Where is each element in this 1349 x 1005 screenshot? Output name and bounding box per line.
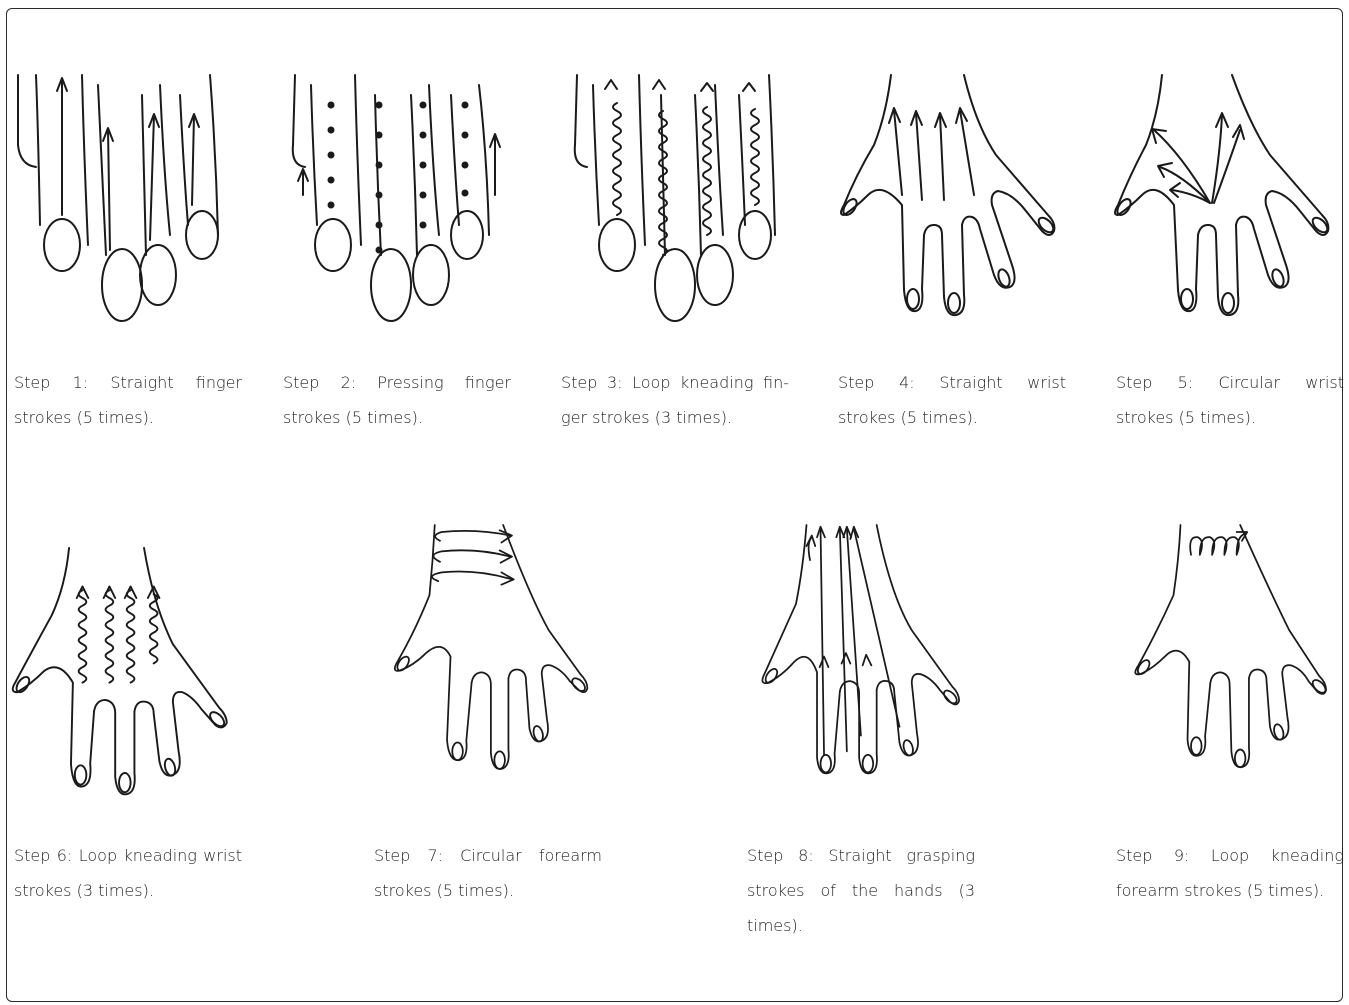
hand-loop-kneading-forearm-drawing (1112, 525, 1342, 775)
step-2-illustration (283, 75, 513, 325)
fingers-pressing-dots-drawing (283, 75, 513, 325)
step-5-illustration (1112, 75, 1342, 325)
step-9-caption: Step 9: Loop kneading forearm strokes (5… (1116, 838, 1344, 908)
step-7-caption: Step 7: Circular forearm strokes (5 time… (374, 838, 602, 908)
step-1-illustration (10, 75, 240, 325)
hand-loop-kneading-wrist-drawing (5, 548, 235, 798)
step-6-caption: Step 6: Loop kneading wrist strokes (3 t… (14, 838, 242, 908)
fingers-loop-kneading-drawing (565, 75, 795, 325)
step-8-caption: Step 8: Straight grasping strokes of the… (747, 838, 975, 943)
step-1-caption: Step 1: Straight finger strokes (5 times… (14, 365, 242, 435)
step-2-caption: Step 2: Pressing finger strokes (5 times… (283, 365, 511, 435)
fingers-straight-arrows-drawing (10, 75, 240, 325)
step-5-caption: Step 5: Circular wrist strokes (5 times)… (1116, 365, 1344, 435)
hand-circular-forearm-drawing (375, 525, 605, 775)
step-3-caption: Step 3: Loop kneading fin-ger strokes (3… (561, 365, 789, 435)
hand-straight-wrist-strokes-drawing (836, 75, 1066, 325)
hand-circular-wrist-strokes-drawing (1112, 75, 1342, 325)
step-7-illustration (375, 525, 605, 775)
step-9-illustration (1112, 525, 1342, 775)
step-4-caption: Step 4: Straight wrist strokes (5 times)… (838, 365, 1066, 435)
step-8-illustration (745, 525, 975, 775)
step-3-illustration (565, 75, 795, 325)
step-6-illustration (5, 548, 235, 798)
hand-straight-grasping-drawing (745, 525, 975, 775)
step-4-illustration (836, 75, 1066, 325)
